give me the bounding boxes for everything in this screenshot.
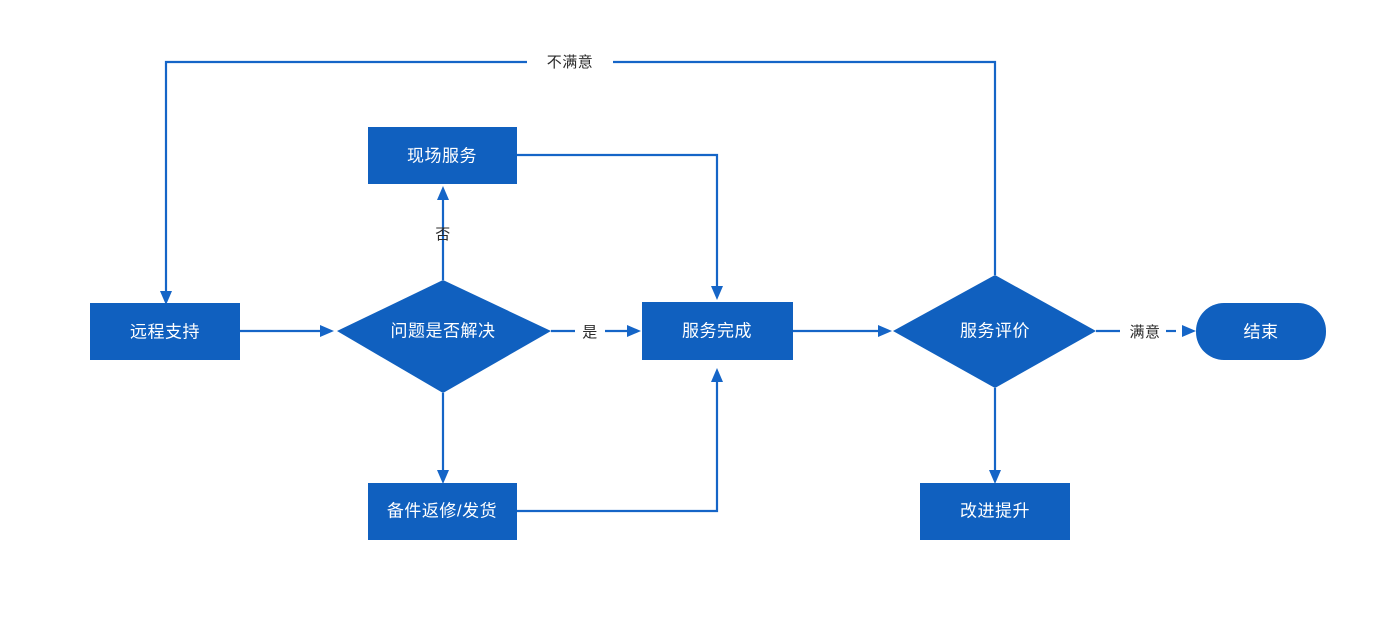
edge-label-no: 否 — [435, 226, 451, 243]
node-remote-support-shape[interactable] — [90, 303, 240, 360]
node-parts-repair-shape[interactable] — [368, 483, 517, 540]
node-service-review[interactable]: 服务评价 — [893, 275, 1096, 388]
edge-review-back-to-remote: 不满意 — [160, 53, 997, 305]
arrowhead-into-service-review — [878, 325, 892, 337]
edge-path-left-segment — [164, 60, 527, 296]
arrowhead-into-remote-support — [160, 291, 172, 305]
arrowhead-into-improvement — [989, 470, 1001, 484]
edge-done-to-review — [793, 325, 892, 337]
node-service-done[interactable]: 服务完成 — [642, 302, 793, 360]
node-service-done-label: 服务完成 — [682, 321, 752, 340]
node-parts-repair-label: 备件返修/发货 — [387, 501, 497, 520]
node-problem-solved-label: 问题是否解决 — [391, 321, 496, 340]
edge-label-dissatisfied: 不满意 — [547, 53, 594, 71]
node-remote-support[interactable]: 远程支持 — [90, 303, 240, 360]
arrowhead-into-decision — [320, 325, 334, 337]
node-service-review-label: 服务评价 — [960, 321, 1030, 340]
node-remote-support-label: 远程支持 — [130, 322, 200, 341]
arrowhead-into-service-done-top — [711, 286, 723, 300]
edge-decision-to-done: 是 — [551, 324, 641, 341]
node-onsite-service-shape[interactable] — [368, 127, 517, 184]
edge-parts-to-done — [517, 368, 723, 513]
arrowhead-into-end — [1182, 325, 1196, 337]
edge-path-parts-to-done — [517, 380, 719, 513]
node-improvement-shape[interactable] — [920, 483, 1070, 540]
arrowhead-into-service-done-bottom — [711, 368, 723, 382]
edge-decision-to-onsite: 否 — [435, 186, 451, 280]
node-end[interactable]: 结束 — [1196, 303, 1326, 360]
edge-path-onsite-to-done — [517, 153, 719, 290]
edge-decision-to-parts — [437, 393, 449, 484]
node-parts-repair[interactable]: 备件返修/发货 — [368, 483, 517, 540]
node-end-shape[interactable] — [1196, 303, 1326, 360]
edge-remote-to-decision — [240, 325, 334, 337]
node-problem-solved[interactable]: 问题是否解决 — [337, 280, 551, 393]
edge-label-satisfied: 满意 — [1129, 323, 1160, 341]
node-problem-solved-shape[interactable] — [337, 280, 551, 393]
edge-onsite-to-done — [517, 153, 723, 300]
arrowhead-into-parts-repair — [437, 470, 449, 484]
arrowhead-into-service-done-left — [627, 325, 641, 337]
edge-path-right-segment — [613, 60, 997, 275]
node-service-review-shape[interactable] — [893, 275, 1096, 388]
arrowhead-into-onsite-service — [437, 186, 449, 200]
edge-review-to-improve — [989, 388, 1001, 484]
node-improvement-label: 改进提升 — [960, 501, 1030, 520]
node-service-done-shape[interactable] — [642, 302, 793, 360]
node-improvement[interactable]: 改进提升 — [920, 483, 1070, 540]
node-onsite-service-label: 现场服务 — [407, 146, 477, 165]
node-end-label: 结束 — [1244, 322, 1279, 341]
edge-label-yes: 是 — [582, 324, 598, 341]
node-onsite-service[interactable]: 现场服务 — [368, 127, 517, 184]
edge-review-to-end: 满意 — [1096, 323, 1196, 341]
